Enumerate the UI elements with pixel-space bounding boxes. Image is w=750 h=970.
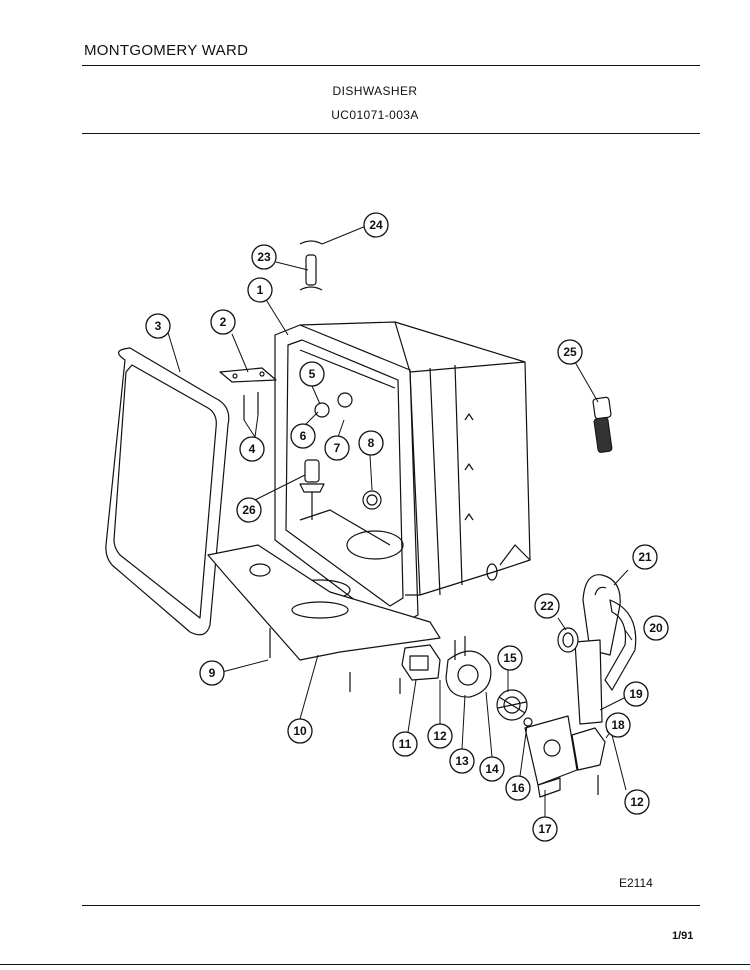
svg-text:1: 1 bbox=[257, 283, 264, 297]
callout-11: 11 bbox=[392, 731, 418, 757]
callout-20: 20 bbox=[643, 615, 669, 641]
callout-18: 18 bbox=[605, 712, 631, 738]
svg-text:21: 21 bbox=[638, 550, 652, 564]
callout-12b: 12 bbox=[624, 789, 650, 815]
callout-6: 6 bbox=[290, 423, 316, 449]
callout-22: 22 bbox=[534, 593, 560, 619]
fill-funnel-assembly bbox=[557, 574, 637, 795]
svg-text:4: 4 bbox=[249, 442, 256, 456]
svg-text:22: 22 bbox=[540, 599, 554, 613]
svg-text:9: 9 bbox=[209, 666, 216, 680]
callout-14: 14 bbox=[479, 756, 505, 782]
svg-text:8: 8 bbox=[368, 436, 375, 450]
bottom-rule bbox=[0, 964, 750, 965]
svg-text:25: 25 bbox=[563, 345, 577, 359]
hinge-bracket bbox=[219, 367, 277, 420]
vent-fitting bbox=[299, 459, 325, 520]
callout-7: 7 bbox=[324, 435, 350, 461]
svg-text:14: 14 bbox=[485, 762, 499, 776]
callout-9: 9 bbox=[199, 660, 225, 686]
page-number: 1/91 bbox=[672, 930, 694, 942]
base-plate bbox=[207, 544, 441, 692]
callout-1: 1 bbox=[247, 277, 273, 303]
callout-10: 10 bbox=[287, 718, 313, 744]
svg-text:7: 7 bbox=[334, 441, 341, 455]
callout-25: 25 bbox=[557, 339, 583, 365]
callout-2: 2 bbox=[210, 309, 236, 335]
leader-lines bbox=[165, 225, 633, 817]
callout-26: 26 bbox=[236, 497, 262, 523]
svg-text:12: 12 bbox=[433, 729, 447, 743]
callout-21: 21 bbox=[632, 544, 658, 570]
brand-name: MONTGOMERY WARD bbox=[84, 42, 249, 59]
svg-text:11: 11 bbox=[399, 737, 412, 751]
svg-text:3: 3 bbox=[155, 319, 162, 333]
svg-text:19: 19 bbox=[629, 687, 643, 701]
model-number: UC01071-003A bbox=[331, 108, 419, 122]
callout-8: 8 bbox=[358, 430, 384, 456]
svg-text:26: 26 bbox=[242, 503, 256, 517]
diagram-code: E2114 bbox=[619, 876, 653, 890]
svg-text:23: 23 bbox=[257, 250, 271, 264]
callout-3: 3 bbox=[145, 313, 171, 339]
callout-17: 17 bbox=[532, 816, 558, 842]
svg-text:5: 5 bbox=[309, 367, 316, 381]
callout-13: 13 bbox=[449, 748, 475, 774]
footer-rule bbox=[82, 905, 700, 906]
title-rule bbox=[82, 133, 700, 134]
fill-hose bbox=[299, 240, 323, 291]
callout-12a: 12 bbox=[427, 723, 453, 749]
drain-connector bbox=[592, 396, 613, 453]
svg-text:6: 6 bbox=[300, 429, 307, 443]
svg-text:13: 13 bbox=[455, 754, 469, 768]
callout-4: 4 bbox=[239, 436, 265, 462]
callout-23: 23 bbox=[251, 244, 277, 270]
callout-24: 24 bbox=[363, 212, 389, 238]
door-gasket bbox=[105, 347, 230, 636]
pump-assembly bbox=[399, 636, 578, 798]
svg-text:24: 24 bbox=[369, 218, 383, 232]
product-title: DISHWASHER bbox=[332, 84, 418, 98]
callout-5: 5 bbox=[299, 361, 325, 387]
callout-16: 16 bbox=[505, 775, 531, 801]
svg-text:20: 20 bbox=[649, 621, 663, 635]
callout-15: 15 bbox=[497, 645, 523, 671]
top-rule bbox=[82, 65, 700, 66]
callout-19: 19 bbox=[623, 681, 649, 707]
svg-text:2: 2 bbox=[220, 315, 227, 329]
svg-text:10: 10 bbox=[293, 724, 307, 738]
svg-text:15: 15 bbox=[503, 651, 517, 665]
svg-text:18: 18 bbox=[611, 718, 625, 732]
tub-assembly bbox=[274, 321, 531, 629]
svg-text:17: 17 bbox=[538, 822, 552, 836]
svg-text:16: 16 bbox=[511, 781, 525, 795]
svg-text:12: 12 bbox=[630, 795, 644, 809]
